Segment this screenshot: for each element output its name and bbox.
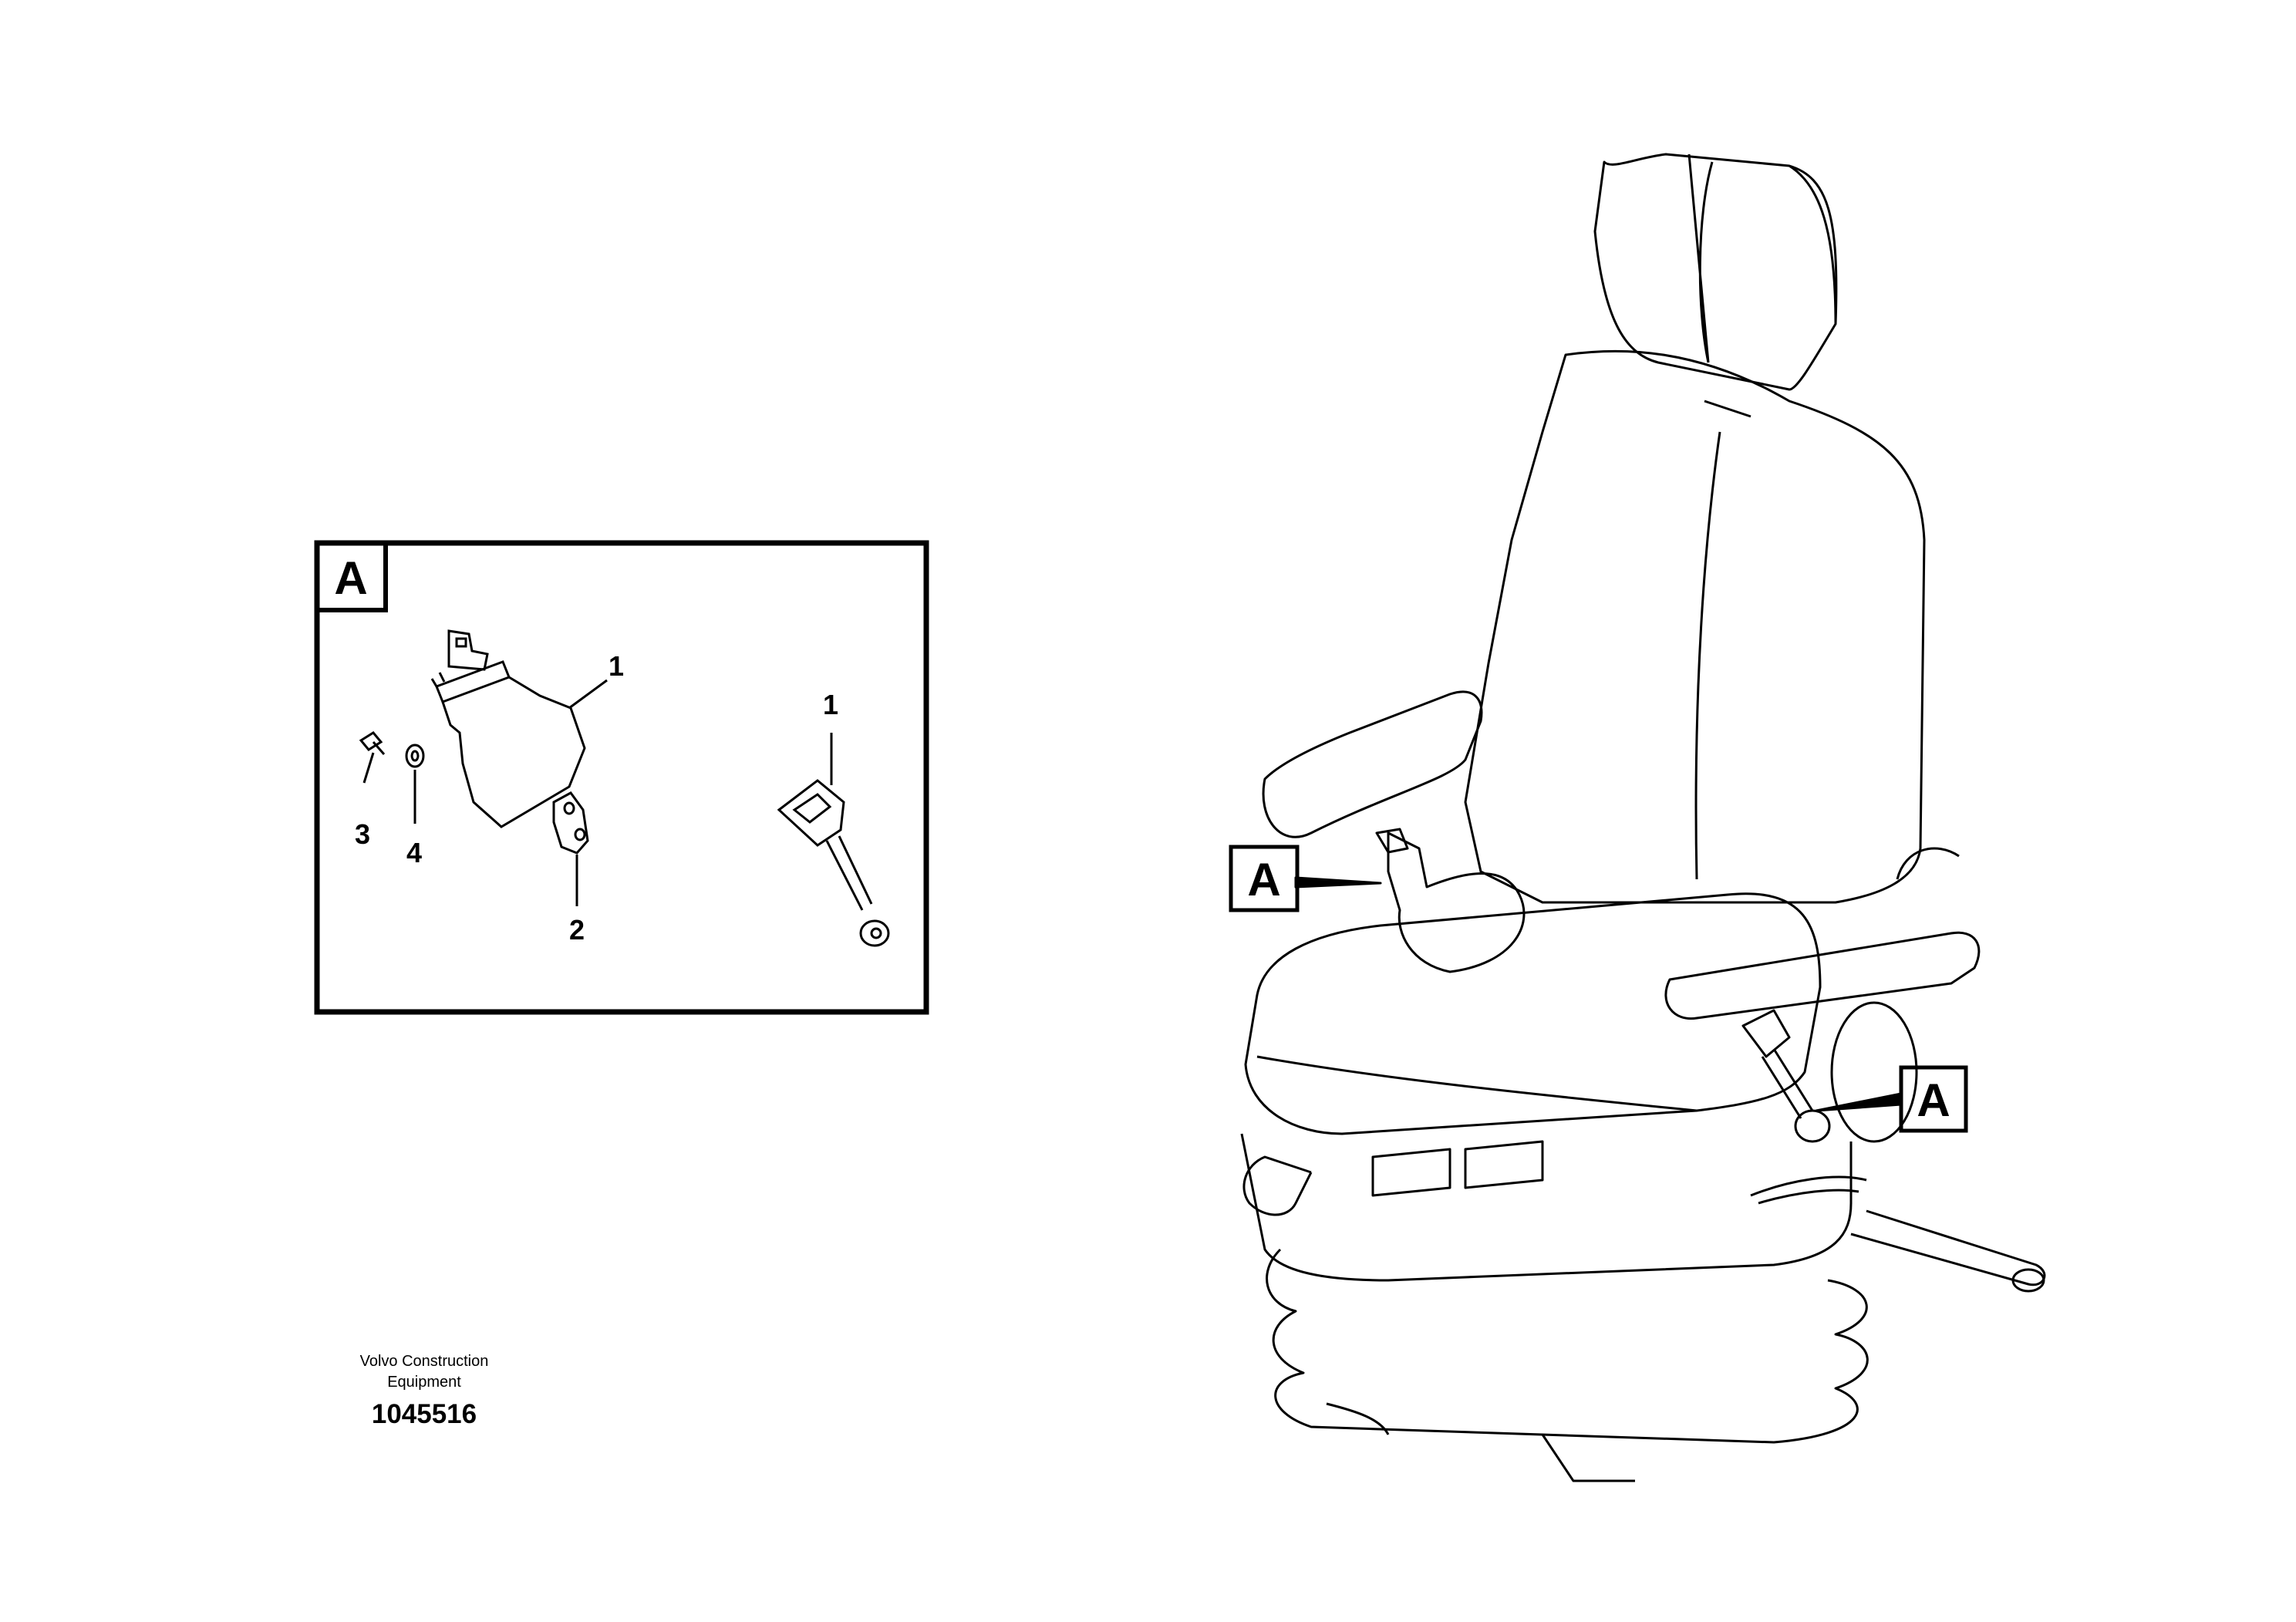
- front-lever: [1242, 1155, 1313, 1216]
- detail-view-a: A: [314, 540, 929, 1015]
- headrest: [1593, 153, 1838, 391]
- seat-buckle: [1741, 1009, 1814, 1119]
- side-knob: [1830, 1001, 1918, 1143]
- leader-lines: [362, 679, 833, 906]
- bolt-drawing: [359, 731, 386, 755]
- view-marker-a-buckle-label: A: [1917, 1074, 1950, 1126]
- detail-label-box: [315, 541, 388, 612]
- seat-frame: [1240, 1133, 1853, 1282]
- callout-2: 2: [569, 914, 585, 946]
- seat-cushion: [1244, 892, 1822, 1135]
- backrest: [1464, 349, 1926, 904]
- footer: Volvo Construction Equipment 1045516: [316, 1351, 532, 1430]
- brand-line-1: Volvo Construction: [359, 1353, 489, 1370]
- callout-1-retractor: 1: [609, 650, 624, 682]
- seat-retractor: [1387, 831, 1526, 973]
- washer-drawing: [405, 744, 425, 768]
- view-marker-a-retractor-label: A: [1247, 854, 1280, 905]
- callout-4: 4: [406, 837, 422, 868]
- brand-line-2: Equipment: [387, 1374, 461, 1391]
- seat-illustration: [1240, 153, 2046, 1482]
- retractor-drawing: [430, 629, 586, 828]
- right-armrest: [1664, 931, 1981, 1020]
- view-marker-a-retractor: A: [1229, 845, 1300, 912]
- left-armrest: [1262, 690, 1483, 838]
- detail-frame: [314, 540, 929, 1015]
- view-marker-a-buckle: A: [1899, 1065, 1968, 1133]
- bracket-drawing: [552, 791, 589, 855]
- illustration-number: 1045516: [371, 1399, 477, 1429]
- callout-1-buckle: 1: [823, 689, 838, 720]
- detail-label: A: [334, 552, 367, 604]
- suspension-bellows: [1266, 1248, 1869, 1444]
- callout-3: 3: [355, 818, 370, 850]
- buckle-drawing: [777, 779, 890, 947]
